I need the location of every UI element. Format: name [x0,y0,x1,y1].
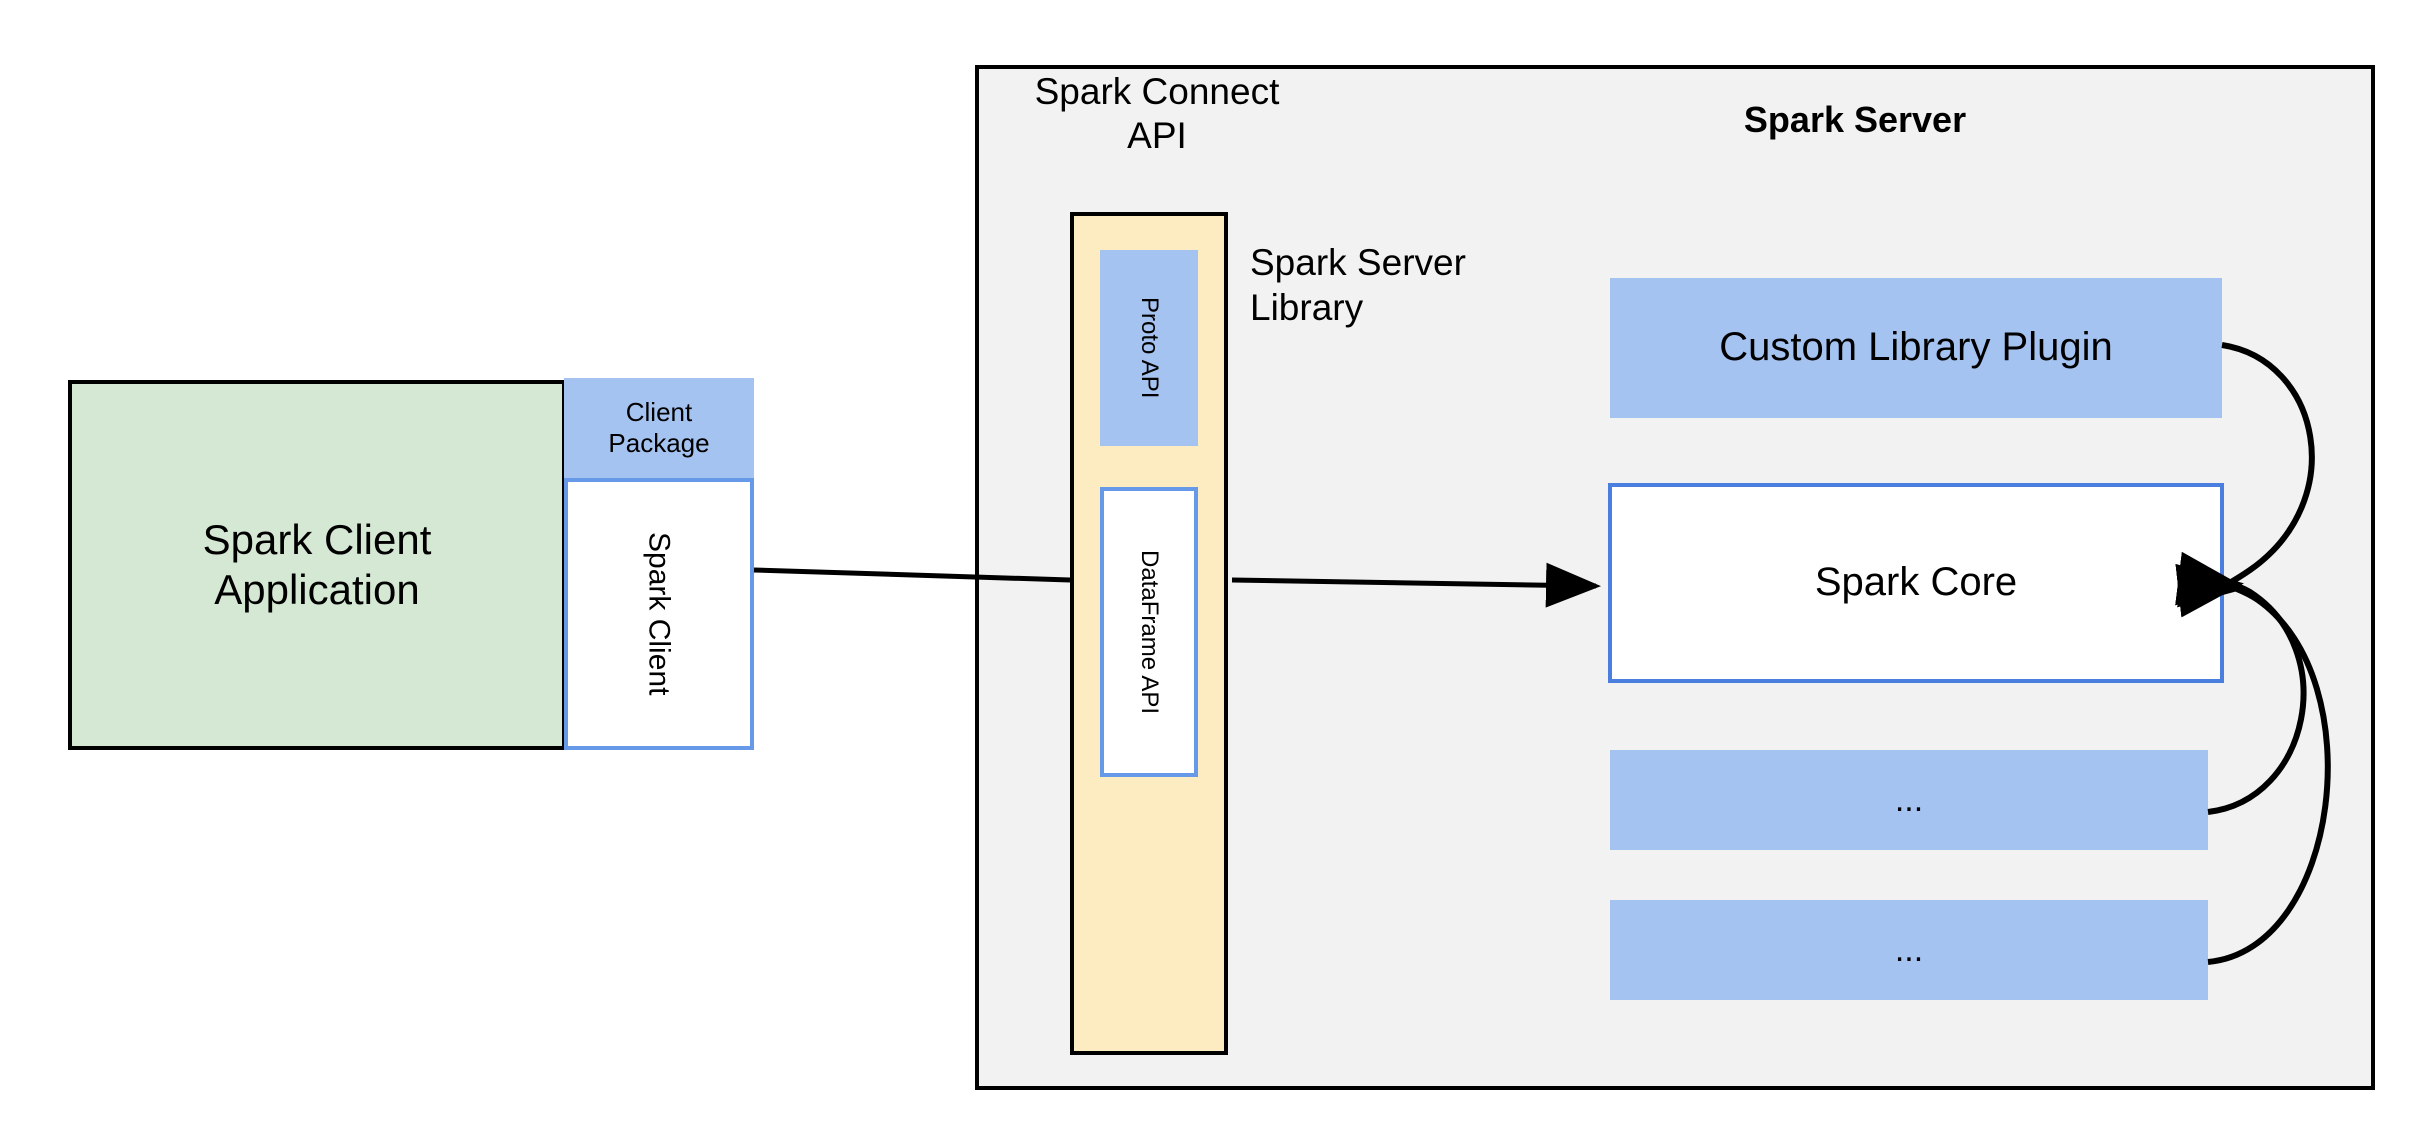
spark-core-label: Spark Core [1814,560,2018,605]
client-package-line1: Client [625,397,693,428]
spark-client-application-box[interactable]: Spark Client Application [68,380,566,750]
server-component-placeholder-2[interactable]: ... [1610,900,2208,1000]
client-package-box[interactable]: Client Package [564,378,754,478]
spark-server-library-label-line1: Spark Server [1250,242,1466,283]
spark-client-box[interactable]: Spark Client [564,478,754,750]
spark-server-library-label: Spark Server Library [1250,240,1550,330]
dataframe-api-label: DataFrame API [1136,549,1164,715]
spark-connect-api-label-line1: Spark Connect [1034,71,1280,112]
spark-client-label: Spark Client [642,532,676,696]
server-component-placeholder-1[interactable]: ... [1610,750,2208,850]
spark-client-application-label: Spark Client Application [193,515,442,614]
spark-server-library-label-line2: Library [1250,287,1364,329]
spark-connect-api-label-line2: API [1127,114,1187,156]
client-package-label: Client Package [608,397,709,458]
proto-api-label: Proto API [1136,297,1164,399]
custom-library-plugin-box[interactable]: Custom Library Plugin [1610,278,2222,418]
spark-server-title: Spark Server [1743,98,1967,140]
spark-connect-api-label: Spark Connect API [1012,70,1302,160]
server-component-placeholder-2-label: ... [1894,930,1924,969]
spark-core-box[interactable]: Spark Core [1608,483,2224,683]
spark-client-application-line2: Application [214,566,420,613]
dataframe-api-box[interactable]: DataFrame API [1100,487,1198,777]
client-package-line2: Package [608,428,710,458]
custom-library-plugin-label: Custom Library Plugin [1719,325,2113,370]
proto-api-box[interactable]: Proto API [1100,250,1198,446]
spark-client-application-line1: Spark Client [202,516,432,564]
server-component-placeholder-1-label: ... [1894,780,1924,819]
